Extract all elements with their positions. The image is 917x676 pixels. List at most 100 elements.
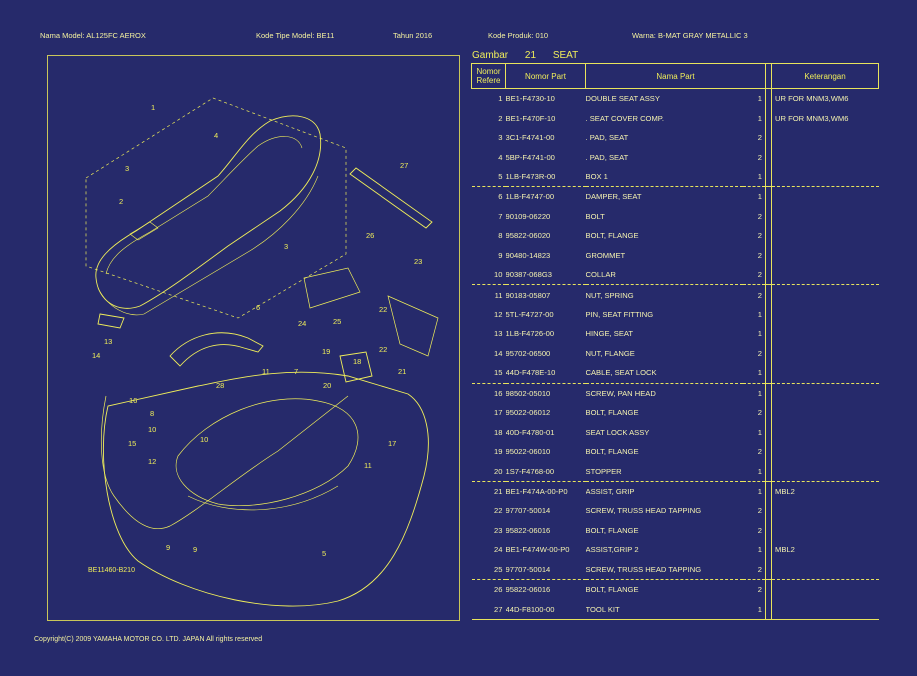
gap-cell [765,422,773,442]
remark-cell [772,187,879,207]
gap-cell [765,284,773,305]
gap-cell [765,147,773,167]
gap-cell [765,403,773,423]
callout-number: 20 [323,381,331,390]
gap-cell [765,88,773,109]
remark-cell [771,461,879,482]
gap-cell [765,501,773,521]
qty-cell: 1 [742,540,767,560]
qty-cell: 2 [742,579,767,600]
ref-cell: 18 [494,427,503,437]
part-name-cell: PIN, SEAT FITTING [585,310,654,320]
callout-number: 22 [379,345,387,354]
gap-cell [765,226,773,246]
part-name-cell: BOLT, FLANGE [585,231,639,241]
qty-cell: 1 [742,461,767,482]
part-number-cell: 5TL-F4727-00 [505,310,554,320]
part-number-cell: 95702-06500 [505,348,551,358]
remark-cell [772,207,879,226]
seat-body [95,115,322,309]
gap-cell [765,461,773,482]
callout-number: 19 [322,347,330,356]
part-number-cell: 40D-F4780-01 [505,427,555,437]
remark-cell [771,264,879,286]
col-ref: Nomor Refere [471,63,506,89]
ref-cell: 14 [494,348,503,358]
part-name-cell: CABLE, SEAT LOCK [585,363,743,384]
gap-cell [765,343,773,364]
remark-cell [772,305,879,324]
qty-cell: 2 [742,206,767,227]
callout-number: 2 [119,197,123,206]
part-name-cell: GROMMET [585,250,626,260]
part-number-cell: 44D-F478E-10 [505,363,586,384]
remark-cell [772,147,879,166]
ref-cell: 20 [471,461,506,482]
ref-cell: 13 [494,329,503,339]
part-number-cell: BE1-F474W-00-P0 [505,545,570,555]
assist-grip-bracket [303,267,361,309]
qty-cell: 1 [742,599,767,620]
part-number-cell: 90480-14823 [505,250,551,260]
ref-cell: 16 [494,388,503,398]
callout-number: 7 [294,367,298,376]
ref-cell: 10 [471,264,506,286]
callout-number: 16 [129,396,137,405]
qty-cell: 2 [742,501,767,521]
qty-cell: 1 [742,108,767,128]
qty-cell: 1 [742,422,767,442]
part-number-cell: BE1-F4730-10 [505,94,555,104]
part-name-cell: NUT, FLANGE [585,348,635,358]
part-name-cell: STOPPER [585,461,743,482]
gap-cell [765,481,773,502]
callout-number: 8 [150,409,154,418]
parts-table: Nomor Refere Nomor Part Nama Part Ketera… [471,63,880,620]
ref-cell: 1 [498,94,503,104]
gap-cell [765,520,773,541]
remark-cell [772,501,879,520]
part-number-cell: 95822-06016 [505,525,551,535]
part-name-cell: . PAD, SEAT [585,133,629,143]
seat-pad-a [129,221,159,241]
callout-number: 3 [284,242,288,251]
seat-base [97,175,319,316]
ref-cell: 2 [498,113,503,123]
callout-number: 13 [104,337,112,346]
part-number-cell: 3C1-F4741-00 [505,133,555,143]
hinge-seat [97,313,125,329]
part-name-cell: BOLT, FLANGE [585,525,639,535]
gap-cell [765,599,773,620]
part-number-cell: BE1-F470F-10 [505,113,556,123]
part-name-cell: SCREW, PAN HEAD [585,388,656,398]
remark-cell [772,442,879,461]
part-name-cell: SCREW, TRUSS HEAD TAPPING [585,506,702,516]
